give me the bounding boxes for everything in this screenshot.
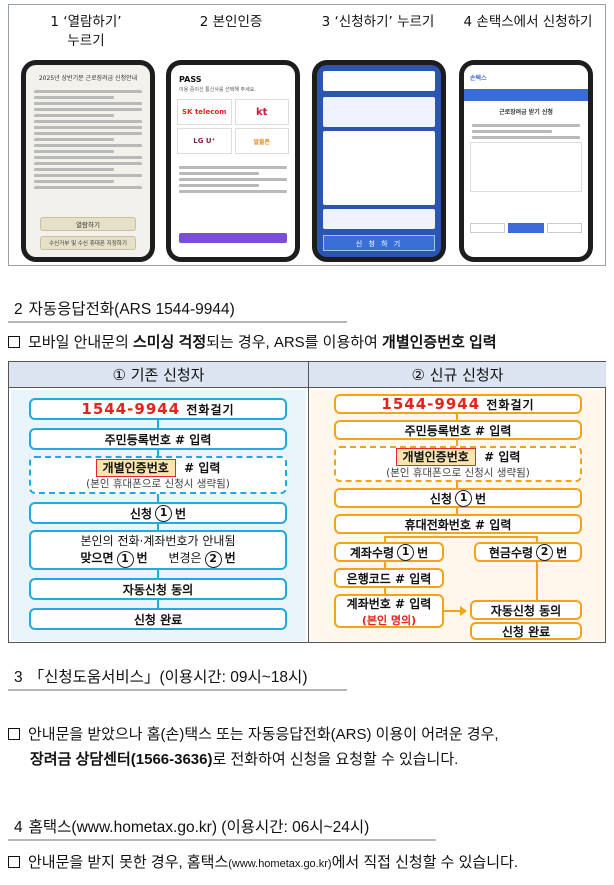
auto-agree-step: 자동신청 동의 xyxy=(29,578,287,600)
notice-title: 2025년 상반기분 근로장려금 신청안내 xyxy=(38,75,138,82)
phone-apply-screenshot: 신 청 하 기 xyxy=(312,60,446,262)
complete-step: 신청 완료 xyxy=(29,608,287,630)
existing-flow: 1544-9944 전화걸기 주민등록번호 # 입력 개별인증번호 # 입력 (… xyxy=(11,390,306,641)
checkbox-icon xyxy=(8,336,20,348)
phone-sontax-screenshot: 손택스 근로장려금 받기 신청 xyxy=(459,60,593,262)
pass-confirm-button[interactable] xyxy=(179,233,287,243)
refuse-button[interactable]: 수신거부 및 수신 휴대폰 지정하기 xyxy=(40,236,136,250)
account-number-step: 계좌번호 # 입력 (본인 명의) xyxy=(334,594,444,628)
col-existing-header: ① 기존 신청자 xyxy=(9,362,308,388)
hometax-url[interactable]: (www.hometax.go.kr) xyxy=(228,858,332,870)
checkbox-icon xyxy=(8,856,20,868)
sontax-logo: 손택스 xyxy=(464,65,588,89)
new-flow: 1544-9944 전화걸기 주민등록번호 # 입력 개별인증번호 # 입력 (… xyxy=(310,390,605,641)
carrier-skt[interactable]: SK telecom xyxy=(177,99,232,125)
ars-flow-table: ① 기존 신청자 ② 신규 신청자 1544-9944 전화걸기 주민등록번호 … xyxy=(8,361,606,643)
phone-notice-screenshot: 2025년 상반기분 근로장려금 신청안내 열람하기 수신거부 및 수신 휴대폰… xyxy=(21,60,155,262)
carrier-kt[interactable]: kt xyxy=(234,99,289,125)
step-4-label: 4 손택스에서 신청하기 xyxy=(463,14,593,30)
carrier-mvno[interactable]: 알뜰폰 xyxy=(234,128,289,154)
bank-code-step: 은행코드 # 입력 xyxy=(334,568,444,588)
complete-step-new: 신청 완료 xyxy=(470,622,582,640)
apply-button[interactable]: 신 청 하 기 xyxy=(323,235,435,251)
checkbox-icon xyxy=(8,728,20,740)
step-3-label: 3 ‘신청하기’ 누르기 xyxy=(321,14,435,30)
pass-subtitle: 이용 중이신 통신사를 선택해 주세요. xyxy=(179,87,256,93)
ars-call-step-new: 1544-9944 전화걸기 xyxy=(334,394,582,414)
ars-call-step: 1544-9944 전화걸기 xyxy=(29,398,287,420)
phone-pass-screenshot: PASS 이용 중이신 통신사를 선택해 주세요. SK telecom kt … xyxy=(166,60,300,262)
section-4-rule xyxy=(8,839,436,841)
resident-number-step-new: 주민등록번호 # 입력 xyxy=(334,420,582,440)
carrier-lgu[interactable]: LG U⁺ xyxy=(177,128,232,154)
mobile-number-step: 휴대전화번호 # 입력 xyxy=(334,514,582,534)
resident-number-step: 주민등록번호 # 입력 xyxy=(29,428,287,450)
view-button[interactable]: 열람하기 xyxy=(40,217,136,231)
section-2-rule xyxy=(8,321,347,323)
section-2-paragraph: 모바일 안내문의 스미싱 걱정되는 경우, ARS를 이용하여 개별인증번호 입… xyxy=(8,330,497,355)
col-new-header: ② 신규 신청자 xyxy=(309,362,606,388)
step-1-label: 1 ‘열람하기’ 누르기 xyxy=(50,14,122,49)
section-4-paragraph: 안내문을 받지 못한 경우, 홈택스(www.hometax.go.kr)에서 … xyxy=(8,850,518,877)
section-3-heading: 3「신청도움서비스」(이용시간: 09시~18시) xyxy=(14,669,308,686)
section-3-rule xyxy=(8,689,347,691)
pass-logo: PASS xyxy=(179,75,202,84)
step-2-label: 2 본인인증 xyxy=(199,14,263,30)
auto-agree-step-new: 자동신청 동의 xyxy=(470,600,582,620)
auth-number-step: 개별인증번호 # 입력 (본인 휴대폰으로 신청시 생략됨) xyxy=(29,456,287,494)
app-steps-panel: 1 ‘열람하기’ 누르기 2 본인인증 3 ‘신청하기’ 누르기 4 손택스에서… xyxy=(8,4,606,266)
auth-number-step-new: 개별인증번호 # 입력 (본인 휴대폰으로 신청시 생략됨) xyxy=(334,446,582,482)
section-3-paragraph: 안내문을 받았으나 홈(손)택스 또는 자동응답전화(ARS) 이용이 어려운 … xyxy=(8,722,608,772)
sontax-title: 근로장려금 받기 신청 xyxy=(499,109,553,116)
